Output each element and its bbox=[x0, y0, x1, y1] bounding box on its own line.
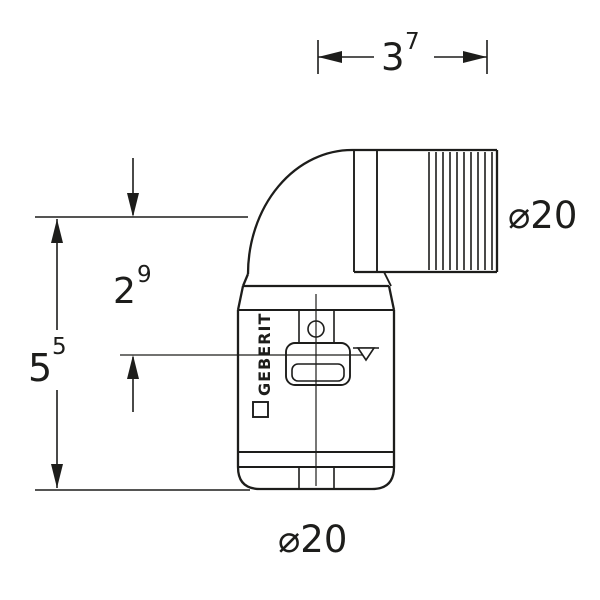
window-outer bbox=[285, 342, 351, 386]
arrowhead-up-icon bbox=[127, 355, 139, 379]
dia-bottom-value: ⌀20 bbox=[278, 518, 347, 561]
level-indicator-icon bbox=[353, 347, 379, 362]
socket-bottom-edge bbox=[236, 466, 396, 491]
dim-total-sup: 5 bbox=[52, 334, 67, 360]
collar-right-side bbox=[387, 285, 396, 311]
dimension-top-length: 3 7 bbox=[317, 29, 488, 79]
diameter-label-right: ⌀20 bbox=[508, 194, 577, 237]
arrowhead-up-icon bbox=[51, 219, 63, 243]
collar-left-side bbox=[236, 285, 245, 311]
dimension-total-height: 5 5 bbox=[28, 216, 250, 491]
brand-label: GEBERIT bbox=[255, 313, 274, 396]
elbow-outer-arc bbox=[246, 148, 353, 275]
dim-top-sup: 7 bbox=[405, 29, 420, 55]
elbow-body bbox=[241, 148, 392, 287]
brand-square-icon bbox=[252, 401, 269, 418]
dim-depth-sup: 9 bbox=[137, 262, 152, 288]
level-mark-triangle bbox=[356, 347, 376, 362]
arrowhead-left-icon bbox=[318, 51, 342, 63]
dim-top-value: 3 bbox=[381, 36, 405, 79]
weep-hole bbox=[307, 320, 325, 338]
window-inner bbox=[291, 363, 345, 382]
inspection-window bbox=[285, 342, 351, 386]
press-socket bbox=[236, 284, 396, 491]
diameter-label-bottom: ⌀20 bbox=[278, 518, 347, 561]
dim-total-value: 5 bbox=[28, 346, 52, 390]
fitting-outline: GEBERIT bbox=[236, 148, 499, 491]
elbow-right-step bbox=[383, 271, 392, 287]
arrowhead-right-icon bbox=[463, 51, 487, 63]
dimension-insertion-depth: 2 9 bbox=[113, 158, 366, 412]
brand-logo: GEBERIT bbox=[252, 313, 274, 418]
arrowhead-down-icon bbox=[51, 464, 63, 488]
pipe-ribbed-end bbox=[352, 148, 499, 274]
elbow-left-step bbox=[241, 273, 250, 287]
dia-right-value: ⌀20 bbox=[508, 194, 577, 237]
dim-depth-value: 2 bbox=[113, 271, 136, 312]
arrowhead-down-icon bbox=[127, 193, 139, 217]
